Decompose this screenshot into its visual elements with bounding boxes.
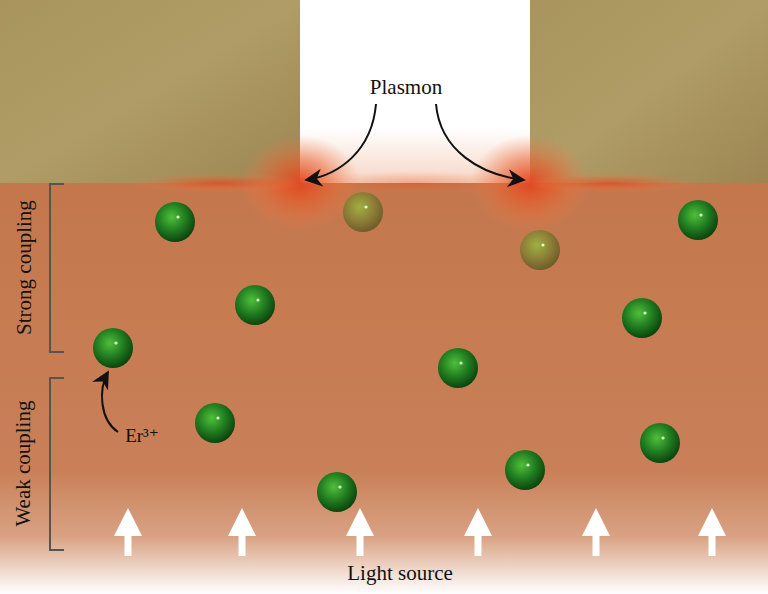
er-ions: [93, 192, 718, 512]
ion-label: Er³⁺: [125, 426, 159, 447]
region-bracket: [50, 184, 64, 550]
region-label: Weak coupling: [12, 401, 35, 527]
region-label: Strong coupling: [12, 201, 35, 336]
dielectric-medium: [0, 183, 768, 594]
leader-line: [102, 104, 524, 432]
light-arrows: [128, 522, 712, 556]
light-source-label: Light source: [347, 562, 453, 585]
plasmon-label: Plasmon: [370, 76, 442, 99]
plasmon-glow: [130, 135, 700, 231]
